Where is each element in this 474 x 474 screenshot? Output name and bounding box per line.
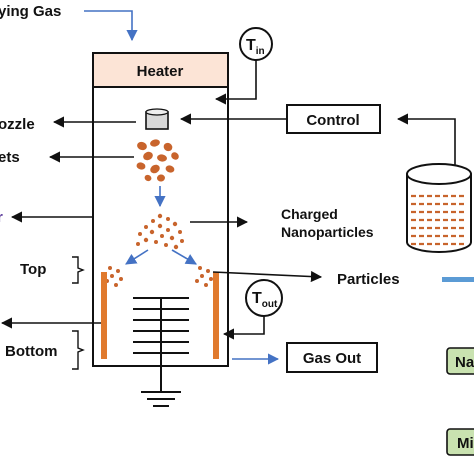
bottom-label: Bottom bbox=[5, 343, 58, 360]
t-out-label: T bbox=[252, 290, 262, 307]
green-box-1-label: Na bbox=[455, 354, 474, 371]
left-diverge-arrow bbox=[125, 249, 149, 265]
droplets-cluster bbox=[136, 139, 179, 182]
gas-out-box bbox=[286, 342, 378, 373]
feed-to-control-arrow bbox=[396, 113, 456, 166]
top-label: Top bbox=[20, 261, 46, 278]
charged-nanoparticles-label-line2: Nanoparticles bbox=[281, 224, 374, 240]
ground-electrode bbox=[133, 297, 189, 392]
control-box[interactable] bbox=[286, 104, 381, 134]
collector-bar bbox=[442, 277, 474, 282]
top-bracket bbox=[72, 256, 85, 284]
particles-label: Particles bbox=[337, 271, 400, 288]
heater-label: Heater bbox=[137, 63, 184, 80]
svg-text:Tin: Tin bbox=[246, 37, 265, 57]
collected-particles-right bbox=[195, 266, 213, 287]
feed-solution-container bbox=[406, 163, 472, 253]
left-electrode bbox=[101, 272, 107, 359]
t-in-label: T bbox=[246, 37, 256, 54]
left-edge-label: r bbox=[0, 209, 3, 226]
right-diverge-arrow bbox=[171, 249, 197, 265]
t-out-subscript: out bbox=[262, 299, 278, 310]
svg-text:Tout: Tout bbox=[252, 290, 278, 310]
charged-nanoparticles-cluster bbox=[136, 213, 184, 250]
green-box-2-label: Mi bbox=[457, 435, 474, 452]
t-out-arrow bbox=[222, 316, 265, 340]
bottom-bracket bbox=[72, 330, 85, 370]
heater-block bbox=[92, 52, 229, 88]
t-in-arrow bbox=[214, 60, 257, 105]
green-box-2 bbox=[446, 428, 474, 456]
drying-gas-label: ying Gas bbox=[0, 3, 61, 20]
charged-nanoparticles-label-line1: Charged bbox=[281, 206, 338, 222]
droplets-label: ets bbox=[0, 149, 20, 166]
nozzle-top bbox=[145, 108, 169, 116]
control-label: Control bbox=[306, 112, 359, 129]
right-electrode bbox=[213, 272, 219, 359]
green-box-1 bbox=[446, 347, 474, 375]
ground-symbol bbox=[141, 391, 181, 407]
gas-out-label: Gas Out bbox=[303, 350, 361, 367]
nozzle-label: ozzle bbox=[0, 116, 35, 133]
particles-arrow bbox=[212, 270, 323, 283]
drying-gas-arrow bbox=[84, 10, 138, 42]
t-in-subscript: in bbox=[256, 46, 265, 57]
